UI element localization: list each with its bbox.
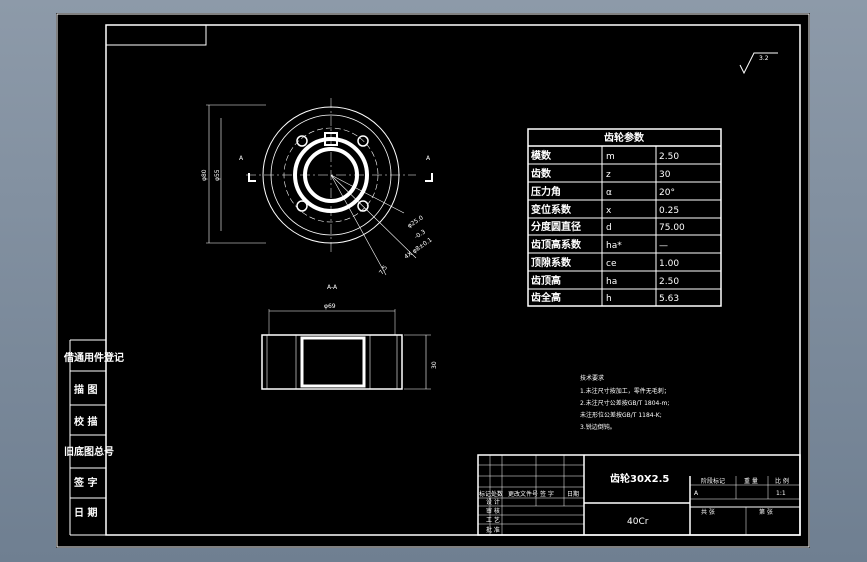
tb-header: 更改文件号 — [508, 490, 538, 498]
section-mark-right: A — [426, 155, 431, 162]
param-value: 30 — [659, 170, 671, 180]
tb-sheet-num: 第 张 — [759, 508, 773, 516]
param-symbol: ha — [606, 277, 617, 287]
side-label-5: 日 期 — [74, 506, 97, 519]
dim-outer-height: φ80 — [201, 169, 208, 181]
outer-border — [56, 13, 810, 548]
param-symbol: ha* — [606, 241, 622, 251]
param-symbol: α — [606, 188, 612, 198]
title-block: 标记 处数 更改文件号 签 字 日期 设 计 审 核 工 艺 批 准 齿轮30X… — [477, 454, 801, 536]
tb-row-label: 审 核 — [486, 507, 500, 515]
param-value: 2.50 — [659, 152, 679, 162]
side-label-3: 旧底图总号 — [64, 445, 114, 458]
param-symbol: ce — [606, 259, 617, 269]
section-view: φ69 30 — [261, 303, 438, 390]
tech-note-line: 2.未注尺寸公差按GB/T 1804-m; — [580, 399, 669, 407]
param-name: 分度圆直径 — [531, 220, 581, 233]
param-name: 变位系数 — [531, 203, 572, 216]
tech-notes: 技术要求 1.未注尺寸按加工，零件无毛刺； 2.未注尺寸公差按GB/T 1804… — [580, 374, 670, 431]
dim-bore: φ25.0 — [406, 214, 424, 229]
side-label-column: 借通用件登记 描 图 校 描 旧底图总号 签 字 日 期 — [63, 339, 124, 536]
dim-holes: 4X φ8±0.1 — [403, 236, 434, 260]
dim-hub-height: φ55 — [214, 169, 221, 181]
roughness-value: 3.2 — [759, 55, 769, 62]
side-label-0: 借通用件登记 — [63, 351, 124, 364]
param-value: 2.50 — [659, 277, 679, 287]
param-symbol: d — [606, 223, 612, 233]
param-value: — — [659, 241, 668, 251]
tech-note-line: 3.锐边倒钝。 — [580, 423, 616, 431]
tb-sheet-total: 共 张 — [701, 508, 715, 516]
front-view: φ80 φ55 φ25.0 -0.3 4X φ8±0.1 7.5 A A A-A — [201, 98, 434, 291]
tech-note-line: 未注形位公差按GB/T 1184-K; — [580, 411, 662, 419]
param-name: 齿顶高系数 — [531, 238, 582, 251]
tb-stage-mark: A — [694, 490, 699, 497]
tb-scale: 1:1 — [776, 490, 786, 497]
tb-header: 处数 — [491, 490, 503, 498]
cad-drawing: 借通用件登记 描 图 校 描 旧底图总号 签 字 日 期 3.2 φ80 φ55 — [56, 13, 810, 548]
tb-row-label: 设 计 — [486, 498, 500, 506]
part-name: 齿轮30X2.5 — [610, 472, 669, 485]
dim-width: φ69 — [324, 303, 336, 310]
tech-note-line: 1.未注尺寸按加工，零件无毛刺； — [580, 387, 670, 395]
param-value: 20° — [659, 188, 675, 198]
param-value: 1.00 — [659, 259, 679, 269]
side-label-1: 描 图 — [74, 383, 97, 396]
param-symbol: h — [606, 294, 612, 304]
tb-header: 标记 — [479, 490, 491, 498]
top-left-box — [105, 24, 207, 46]
param-name: 齿数 — [531, 167, 552, 180]
param-value: 5.63 — [659, 294, 679, 304]
param-name: 齿全高 — [531, 291, 561, 304]
dim-small: 7.5 — [378, 264, 389, 276]
tb-header: 日期 — [567, 490, 579, 498]
tb-header: 签 字 — [540, 490, 554, 498]
side-label-4: 签 字 — [73, 476, 97, 489]
drawing-sheet: 借通用件登记 描 图 校 描 旧底图总号 签 字 日 期 3.2 φ80 φ55 — [56, 13, 810, 548]
param-name: 齿顶高 — [531, 274, 561, 287]
param-table: 齿轮参数 模数 m 2.50 齿数 z 30 压力角 α 20° 变位系数 x … — [527, 128, 722, 307]
tb-stage-header: 重 量 — [744, 477, 758, 485]
tb-row-label: 工 艺 — [486, 516, 500, 524]
param-symbol: x — [606, 206, 612, 216]
param-name: 顶隙系数 — [531, 256, 572, 269]
param-value: 0.25 — [659, 206, 679, 216]
material: 40Cr — [627, 517, 649, 527]
dim-thickness: 30 — [431, 361, 438, 369]
param-value: 75.00 — [659, 223, 685, 233]
param-symbol: z — [606, 170, 611, 180]
tb-row-label: 批 准 — [486, 526, 500, 534]
tech-notes-title: 技术要求 — [580, 374, 604, 382]
param-table-title: 齿轮参数 — [604, 131, 645, 144]
inner-border — [105, 24, 801, 536]
tb-stage-header: 比 例 — [775, 477, 789, 485]
section-mark-left: A — [239, 155, 244, 162]
roughness-symbol: 3.2 — [739, 52, 778, 75]
side-label-2: 校 描 — [74, 415, 97, 428]
param-name: 压力角 — [531, 185, 561, 198]
section-title: A-A — [327, 284, 338, 291]
param-symbol: m — [606, 152, 615, 162]
param-name: 模数 — [531, 149, 552, 162]
tb-stage-header: 阶段标记 — [701, 477, 725, 485]
